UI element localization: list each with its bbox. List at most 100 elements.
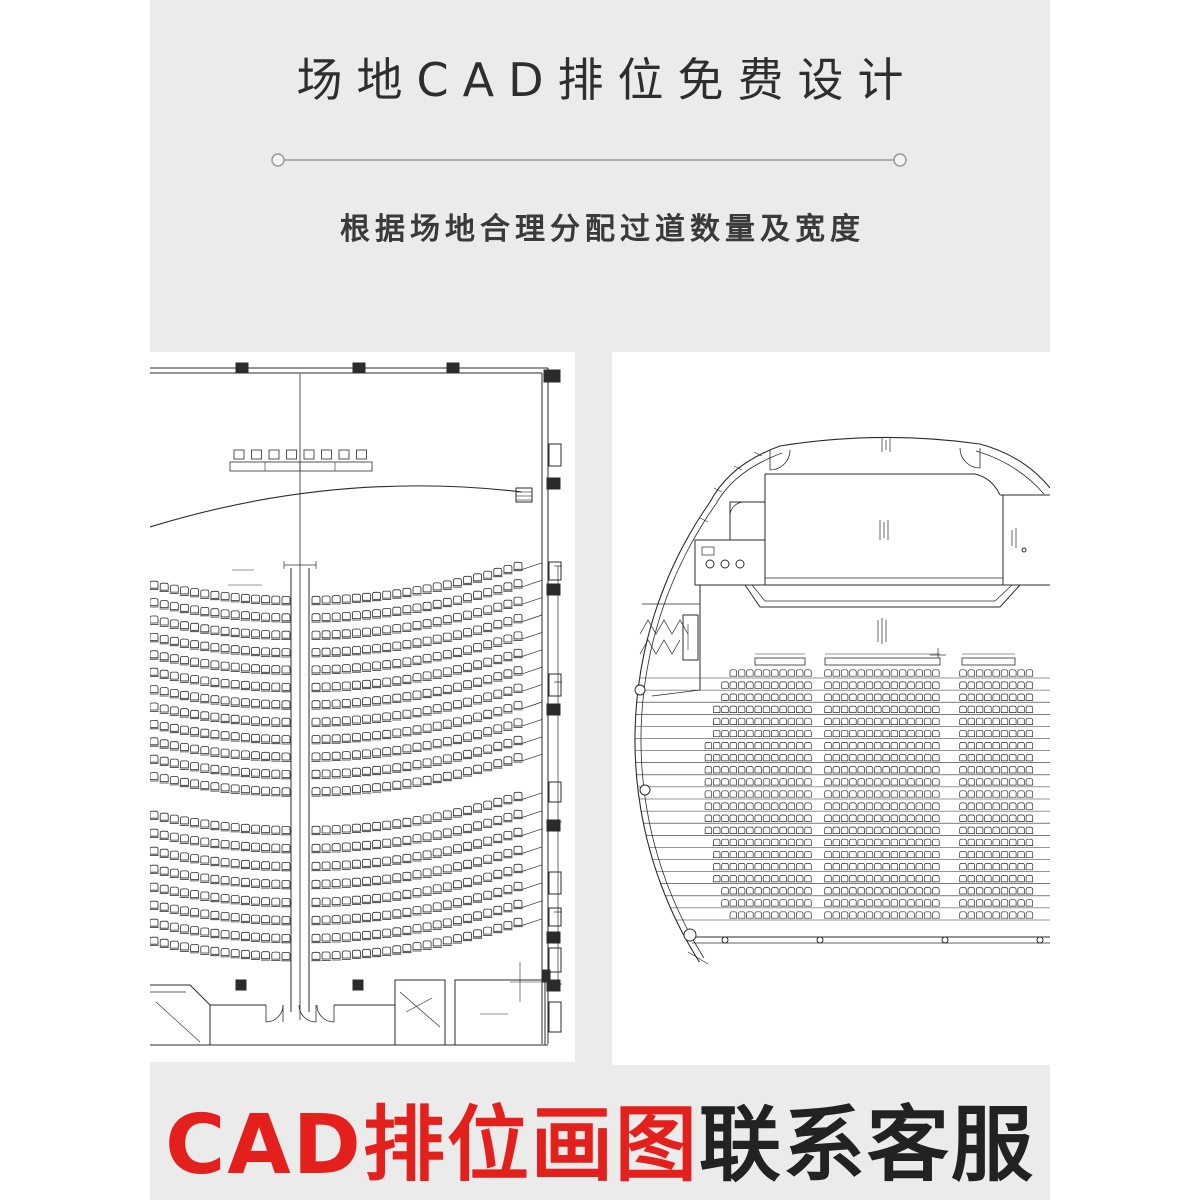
seat xyxy=(899,814,907,822)
seat xyxy=(493,759,503,769)
seat xyxy=(857,754,865,762)
seat xyxy=(392,711,402,721)
seat xyxy=(1000,705,1009,713)
seat xyxy=(240,949,250,960)
seat xyxy=(483,854,493,864)
seat xyxy=(840,681,849,689)
seat xyxy=(392,780,402,790)
seat xyxy=(402,744,412,754)
seat xyxy=(729,875,737,883)
seat xyxy=(923,766,932,774)
seat xyxy=(762,729,771,738)
seat xyxy=(737,766,746,774)
seat xyxy=(281,630,291,640)
seat xyxy=(1025,802,1034,810)
seat xyxy=(382,946,392,956)
seat xyxy=(882,790,890,798)
seat xyxy=(787,754,796,762)
seat xyxy=(932,887,940,895)
seat xyxy=(220,876,230,886)
seat xyxy=(402,853,412,864)
seat xyxy=(1000,875,1009,883)
seat xyxy=(321,951,331,961)
seat xyxy=(874,838,882,846)
seat xyxy=(432,617,442,627)
seat xyxy=(824,766,832,774)
seat xyxy=(331,595,341,605)
seat xyxy=(150,615,159,625)
column-circle xyxy=(721,936,729,944)
annotation-line xyxy=(1011,528,1017,548)
seat xyxy=(462,662,473,673)
seat xyxy=(967,693,975,701)
column-circle xyxy=(941,936,949,944)
seat xyxy=(787,669,796,677)
seat xyxy=(261,933,271,943)
seat xyxy=(824,681,832,689)
seat xyxy=(493,923,503,934)
seat xyxy=(832,766,840,774)
seat xyxy=(402,587,412,598)
seat xyxy=(179,656,189,666)
seat xyxy=(240,895,250,906)
seat xyxy=(1000,863,1009,871)
seat xyxy=(771,766,779,774)
seat xyxy=(452,613,462,623)
seat xyxy=(1000,681,1009,689)
seat xyxy=(899,754,907,762)
column xyxy=(352,979,364,991)
seat xyxy=(361,697,372,707)
seat xyxy=(874,863,882,871)
seat xyxy=(849,717,857,725)
seat xyxy=(915,790,923,798)
seat xyxy=(779,887,787,895)
seat xyxy=(1000,850,1009,859)
seat xyxy=(452,808,462,818)
seat xyxy=(865,911,874,919)
seat xyxy=(762,826,771,834)
seat xyxy=(890,778,899,786)
seat xyxy=(804,899,812,907)
seat xyxy=(984,826,992,834)
seat xyxy=(923,838,932,846)
seat xyxy=(351,823,361,833)
seat xyxy=(915,754,923,762)
seat xyxy=(351,750,361,760)
seat xyxy=(1009,826,1017,834)
seat xyxy=(832,863,840,871)
seat xyxy=(1000,778,1009,786)
seat xyxy=(220,783,230,793)
seat xyxy=(984,705,992,713)
seat xyxy=(220,696,230,706)
seat xyxy=(169,814,179,824)
seat xyxy=(281,844,291,854)
seat xyxy=(865,778,874,786)
seat xyxy=(754,729,762,738)
seat xyxy=(230,767,240,777)
seat xyxy=(261,897,271,907)
seat xyxy=(382,892,392,902)
seat xyxy=(220,894,230,904)
seat xyxy=(432,634,442,644)
seat xyxy=(746,814,754,822)
seat xyxy=(899,778,907,786)
seat xyxy=(762,681,771,689)
seat xyxy=(915,766,923,774)
seat xyxy=(874,778,882,786)
seat xyxy=(200,641,210,651)
seat xyxy=(442,864,452,874)
seat xyxy=(361,894,372,905)
seat xyxy=(824,814,832,822)
seat xyxy=(840,887,849,895)
seat xyxy=(824,887,832,895)
seat xyxy=(840,899,849,907)
seat xyxy=(746,802,754,810)
seat xyxy=(729,887,737,895)
seat xyxy=(402,943,412,954)
seat xyxy=(321,717,331,727)
seat xyxy=(1017,754,1025,762)
stage-chair xyxy=(251,449,262,460)
seat xyxy=(1017,850,1025,859)
seat xyxy=(169,671,179,681)
seat xyxy=(754,705,762,713)
